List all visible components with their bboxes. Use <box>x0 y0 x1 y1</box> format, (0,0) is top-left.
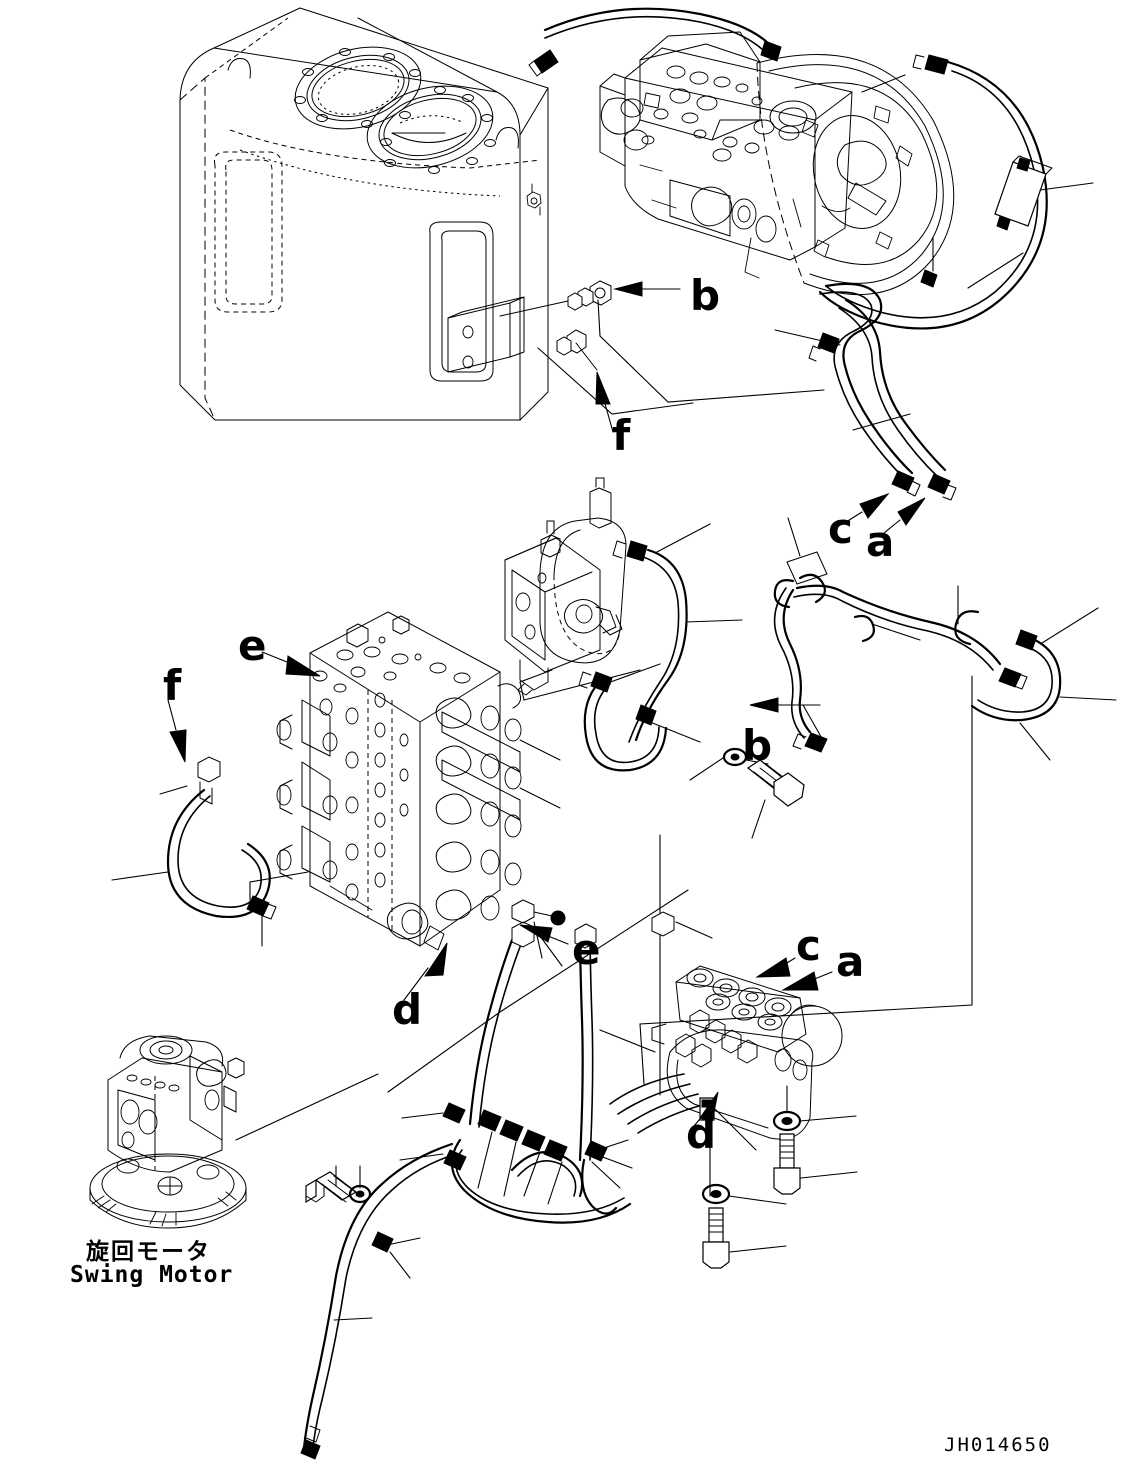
hose-upper-to-c-a <box>774 282 957 501</box>
callout-a-low: a <box>836 937 864 986</box>
callout-d-mid: d <box>392 985 422 1034</box>
component-main-pump <box>528 7 955 296</box>
drawing-number: JH014650 <box>944 1434 1052 1456</box>
callout-e-mid: e <box>238 621 267 670</box>
hose-left-loop <box>111 756 277 947</box>
swing-motor-label-en: Swing Motor <box>70 1262 234 1288</box>
hose-bundle-lower-center <box>300 899 713 1460</box>
component-solenoid-valve <box>599 965 843 1197</box>
component-accumulator-assembly <box>504 477 641 701</box>
callout-f-upper: f <box>612 411 631 460</box>
swing-motor-label-jp: 旋回モータ <box>86 1239 211 1265</box>
callout-arrows <box>167 281 926 1127</box>
component-control-valve <box>249 611 561 951</box>
hose-upper-right-loop <box>818 54 1094 330</box>
hardware-mid-bolt-washer <box>689 747 805 839</box>
callout-a-upper: a <box>866 517 894 566</box>
callout-letters: b f c a e f b d e c a d <box>163 271 894 1158</box>
callout-b-upper: b <box>690 271 720 320</box>
callout-b-mid: b <box>742 721 772 770</box>
hoses-middle-network <box>387 517 1117 1096</box>
callout-e-low: e <box>572 925 601 974</box>
hardware-lower-right <box>701 1085 858 1269</box>
callout-c-low: c <box>796 921 821 970</box>
component-hydraulic-tank <box>179 7 549 421</box>
callout-c-upper: c <box>828 504 853 553</box>
fittings-tank-ports <box>499 280 825 415</box>
callout-f-mid: f <box>163 661 182 710</box>
callout-d-low: d <box>686 1109 716 1158</box>
component-swing-motor <box>89 1035 379 1229</box>
